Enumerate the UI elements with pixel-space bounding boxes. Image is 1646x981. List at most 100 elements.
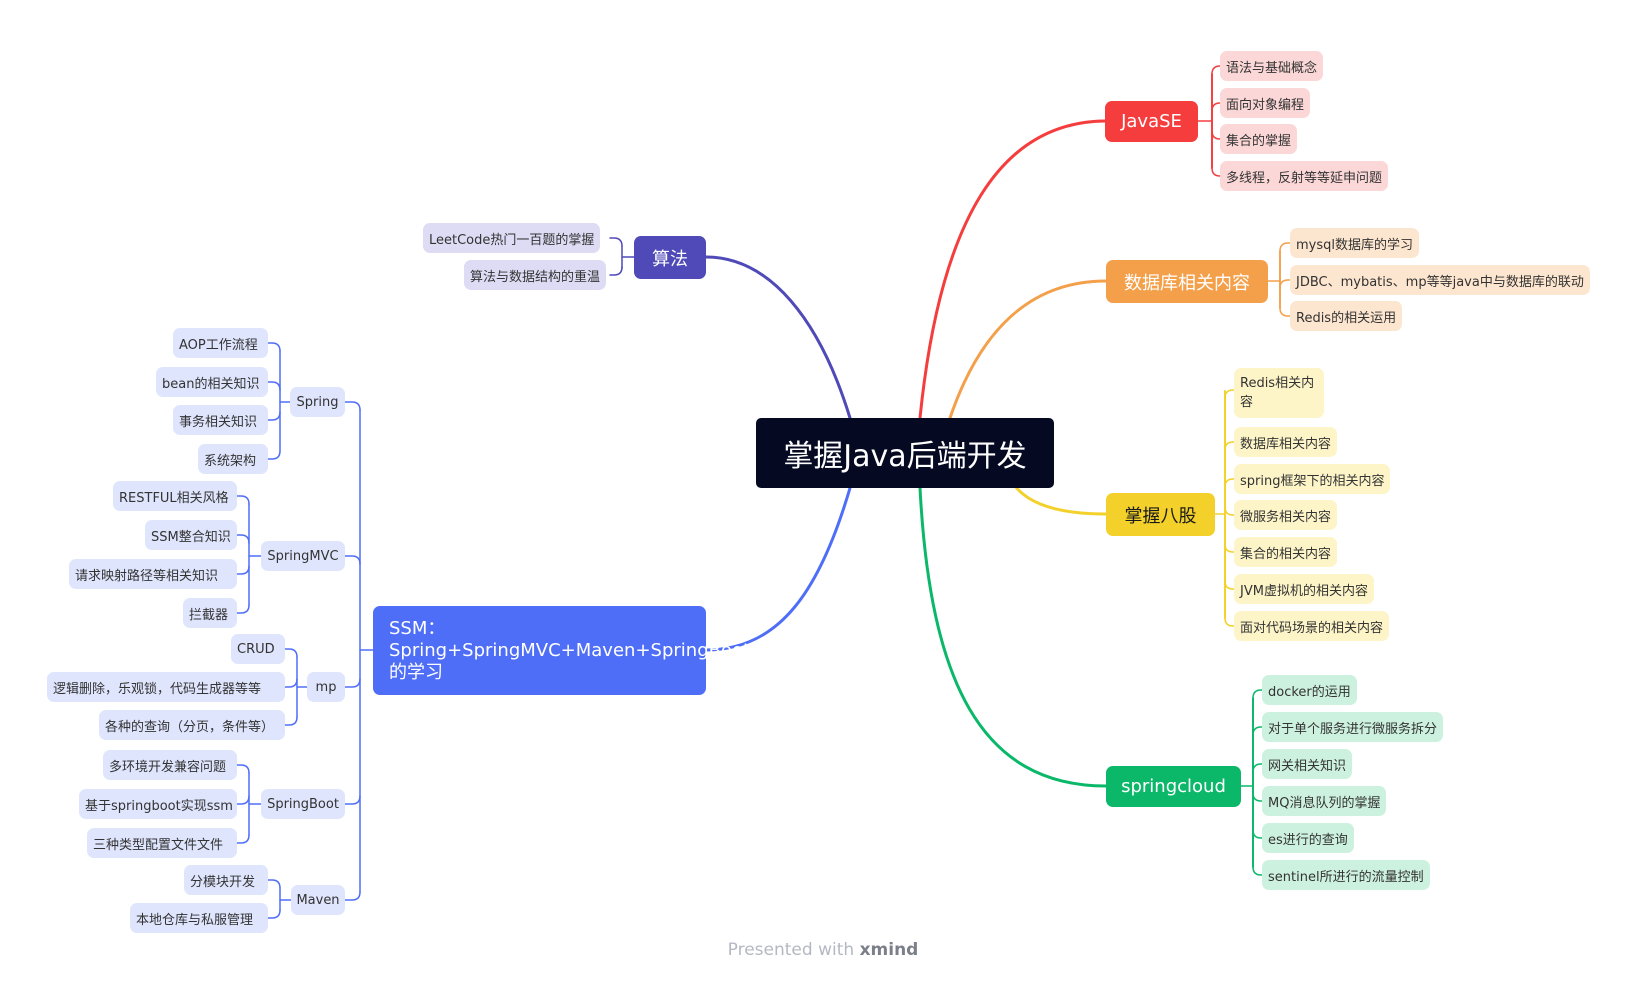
connector-line [1211,65,1221,75]
connector-line [344,401,361,411]
javase-item[interactable]: 语法与基础概念 [1220,51,1324,81]
ssm-leaf[interactable]: 本地仓库与私服管理 [130,903,268,933]
javase-item[interactable]: 面向对象编程 [1220,88,1311,118]
connector-line [236,834,250,844]
connector-line [267,909,281,919]
springcloud-item[interactable]: 对于单个服务进行微服务拆分 [1262,712,1444,742]
connector-line [918,486,1108,788]
topic-springcloud[interactable]: springcloud [1106,766,1241,807]
topic-ssm[interactable]: SSM：Spring+SpringMVC+Maven+SpringBoot+mp… [373,606,794,695]
ssm-leaf[interactable]: 请求映射路径等相关知识 [69,559,237,589]
connector-line [1224,389,1235,399]
springcloud-item[interactable]: 网关相关知识 [1262,749,1353,779]
connector-line [267,450,281,460]
connector-line [1224,617,1235,627]
connector-line [267,381,281,391]
topic-algorithm[interactable]: 算法 [634,236,706,279]
ssm-leaf[interactable]: 事务相关知识 [173,405,268,435]
bagu-item[interactable]: JVM虚拟机的相关内容 [1234,574,1374,604]
ssm-leaf[interactable]: RESTFUL相关风格 [113,481,237,511]
footer-prefix: Presented with [727,940,860,960]
database-item[interactable]: mysql数据库的学习 [1290,228,1419,258]
ssm-leaf[interactable]: AOP工作流程 [173,328,268,358]
javase-item[interactable]: 集合的掌握 [1220,124,1298,154]
javase-item[interactable]: 多线程，反射等等延申问题 [1220,161,1389,191]
database-item[interactable]: JDBC、mybatis、mp等等java中与数据库的联动 [1290,265,1590,295]
connector-line [1224,478,1235,488]
connector-line [284,678,298,688]
springcloud-item[interactable]: es进行的查询 [1262,823,1354,853]
connector-line [344,891,361,901]
bagu-item[interactable]: 数据库相关内容 [1234,427,1338,457]
ssm-leaf[interactable]: 分模块开发 [184,865,268,895]
ssm-leaf[interactable]: 三种类型配置文件文件 [87,828,237,858]
springcloud-item[interactable]: sentinel所进行的流量控制 [1262,860,1430,890]
springcloud-item[interactable]: MQ消息队列的掌握 [1262,786,1387,816]
footer-credit: Presented with xmind [0,940,1646,960]
ssm-leaf[interactable]: 各种的查询（分页，条件等） [99,710,285,740]
connector-line [344,555,361,565]
ssm-group-spring[interactable]: Spring [290,387,345,417]
ssm-leaf[interactable]: bean的相关知识 [156,367,268,397]
bagu-item[interactable]: 集合的相关内容 [1234,537,1338,567]
connector-line [267,411,281,421]
connector-line [1252,829,1263,839]
algorithm-item[interactable]: 算法与数据结构的重温 [464,260,607,290]
central-topic[interactable]: 掌握Java后端开发 [756,418,1054,488]
connector-line [948,279,1108,420]
connector-line [1279,307,1291,317]
springcloud-item[interactable]: docker的运用 [1262,675,1357,705]
bagu-item[interactable]: spring框架下的相关内容 [1234,464,1391,494]
connector-line [918,119,1107,420]
connector-line [236,565,250,575]
connector-line [1279,279,1291,289]
connector-line [344,795,361,805]
topic-database[interactable]: 数据库相关内容 [1106,260,1268,303]
connector-line [1211,130,1221,140]
topic-javase[interactable]: JavaSE [1105,101,1198,142]
ssm-group-mp[interactable]: mp [307,672,345,702]
ssm-leaf[interactable]: CRUD [231,634,285,664]
connector-line [1013,484,1108,516]
ssm-leaf[interactable]: 逻辑删除，乐观锁，代码生成器等等 [47,672,285,702]
footer-brand: xmind [859,940,919,960]
bagu-item[interactable]: Redis相关内容 [1234,368,1324,418]
ssm-group-maven[interactable]: Maven [291,885,345,915]
connector-line [236,495,250,505]
ssm-leaf[interactable]: 多环境开发兼容问题 [103,750,237,780]
algorithm-item[interactable]: LeetCode热门一百题的掌握 [423,223,601,253]
bagu-item[interactable]: 微服务相关内容 [1234,500,1338,530]
connector-line [704,255,852,420]
connector-line [236,534,250,544]
connector-line [1224,580,1235,590]
ssm-group-springboot[interactable]: SpringBoot [261,789,345,819]
ssm-leaf[interactable]: 基于springboot实现ssm [79,789,237,819]
database-item[interactable]: Redis的相关运用 [1290,301,1403,331]
connector-line [1279,242,1291,252]
connector-line [1224,441,1235,451]
connector-line [267,879,281,889]
connector-line [609,266,623,276]
connector-line [704,486,852,652]
connector-line [1252,689,1263,699]
connector-line [1224,506,1235,516]
topic-bagu[interactable]: 掌握八股 [1106,493,1215,536]
connector-line [1252,726,1263,736]
connector-line [1252,763,1263,773]
connector-line [267,342,281,352]
ssm-leaf[interactable]: 系统架构 [198,444,268,474]
connector-line [284,648,298,658]
connector-line [284,716,298,726]
ssm-leaf[interactable]: SSM整合知识 [145,520,237,550]
connector-line [609,237,623,247]
connector-line [1252,792,1263,802]
bagu-item[interactable]: 面对代码场景的相关内容 [1234,611,1390,641]
connector-line [344,678,361,688]
connector-line [236,795,250,805]
connector-line [236,764,250,774]
connector-line [1252,866,1263,876]
ssm-leaf[interactable]: 拦截器 [183,598,237,628]
ssm-group-springmvc[interactable]: SpringMVC [261,541,345,571]
